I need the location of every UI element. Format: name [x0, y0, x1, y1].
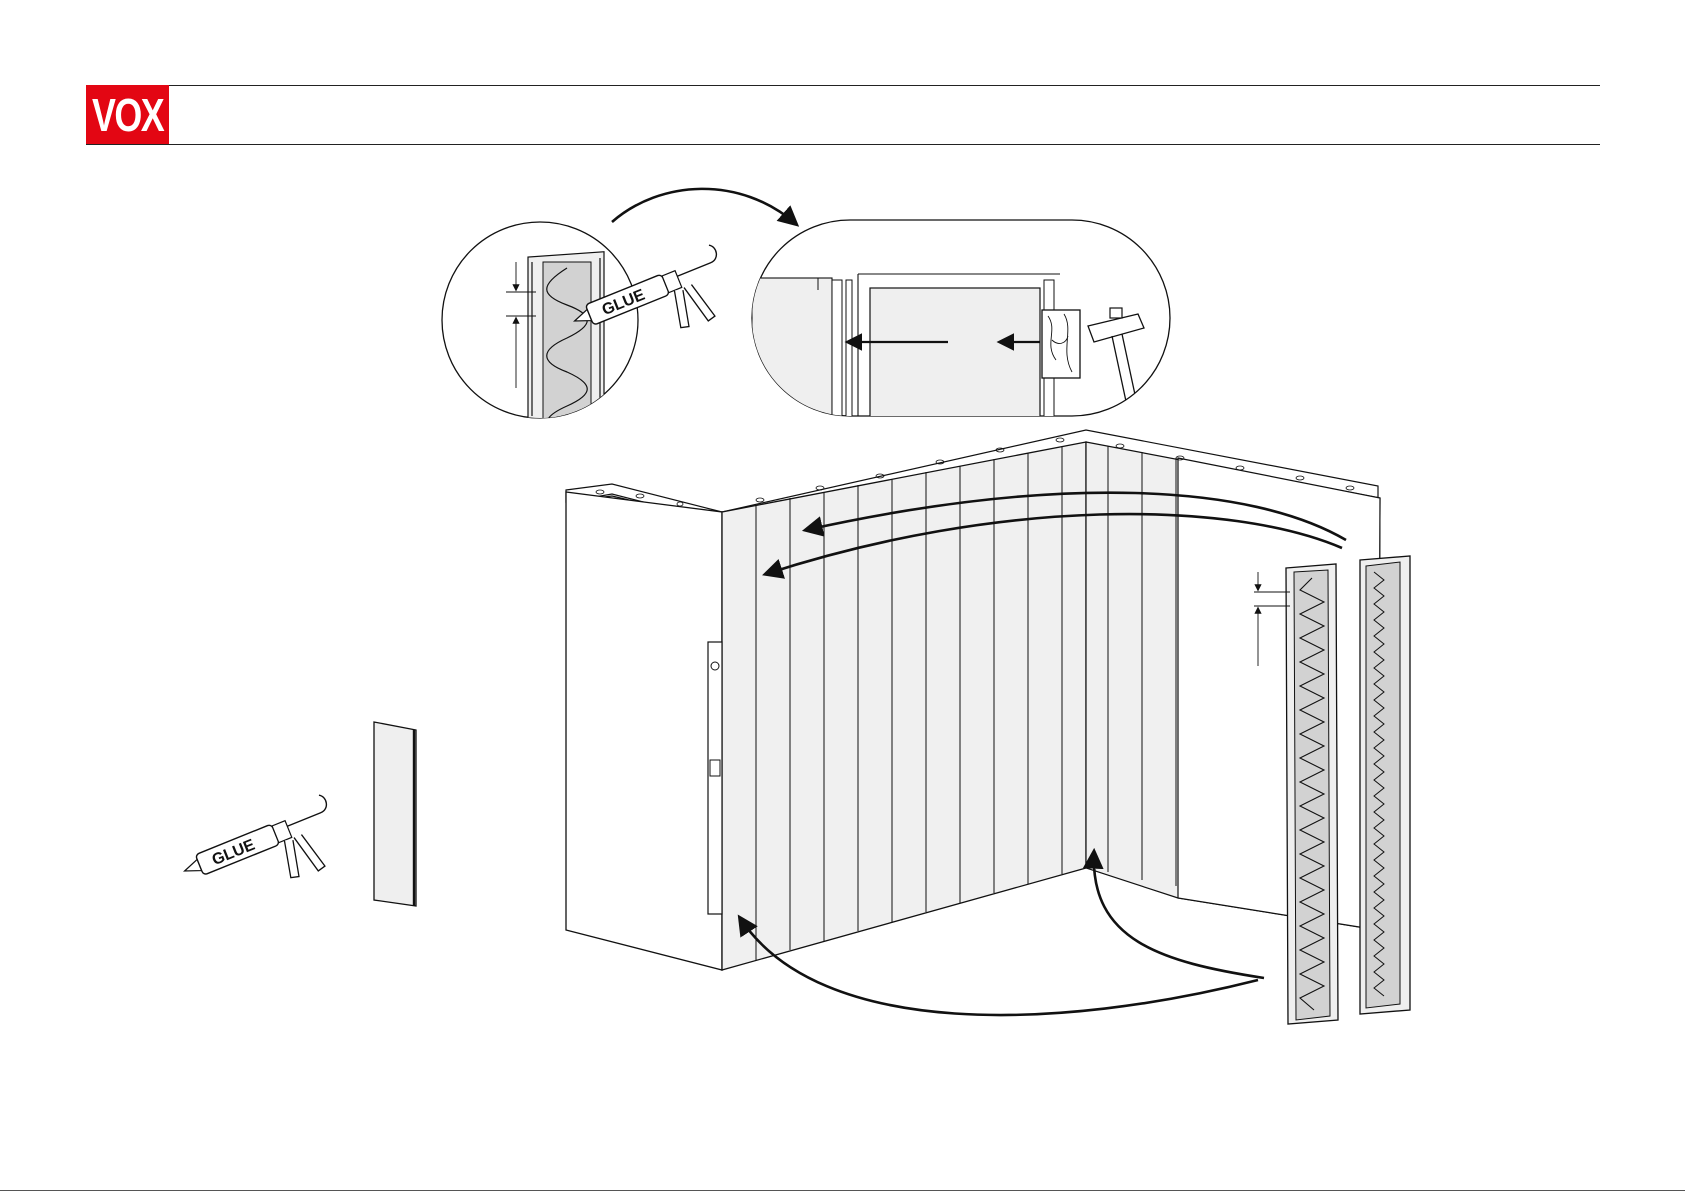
spirit-level-icon: [708, 642, 722, 914]
detail-circle-glue: GLUE: [442, 222, 739, 457]
footer-rule: [0, 1190, 1685, 1191]
panel-with-adhesive-sawtooth: [1360, 556, 1410, 1014]
detail-transition-arrow: [612, 189, 796, 224]
detail-oval-tapping: [752, 220, 1170, 422]
glue-gun-icon-bottom: GLUE: [177, 794, 349, 918]
loose-panel: [374, 722, 416, 906]
room-corner: [566, 430, 1380, 1015]
